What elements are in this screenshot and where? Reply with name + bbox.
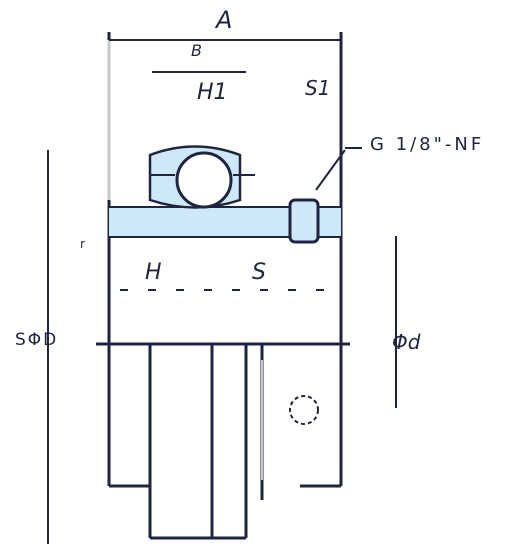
thread-label: G 1/8"-NF: [370, 134, 485, 155]
dimension-lines: [47, 39, 397, 544]
radius-label: r: [80, 237, 85, 251]
dim-s1-label: S1: [305, 76, 331, 100]
dim-s-label: S: [252, 260, 266, 285]
housing-outline: [107, 32, 343, 540]
outer-diameter-label: SΦD: [15, 330, 59, 350]
dim-b-label: B: [191, 41, 202, 60]
fitting-icon: [289, 395, 319, 425]
dim-h1-label: H1: [197, 80, 228, 105]
width-a-label: A: [216, 6, 233, 34]
dim-h-label: H: [145, 260, 162, 285]
grease-nipple-icon: [148, 145, 255, 209]
lock-screw-icon: [288, 198, 320, 244]
bore-diameter-label: Φd: [392, 330, 421, 354]
